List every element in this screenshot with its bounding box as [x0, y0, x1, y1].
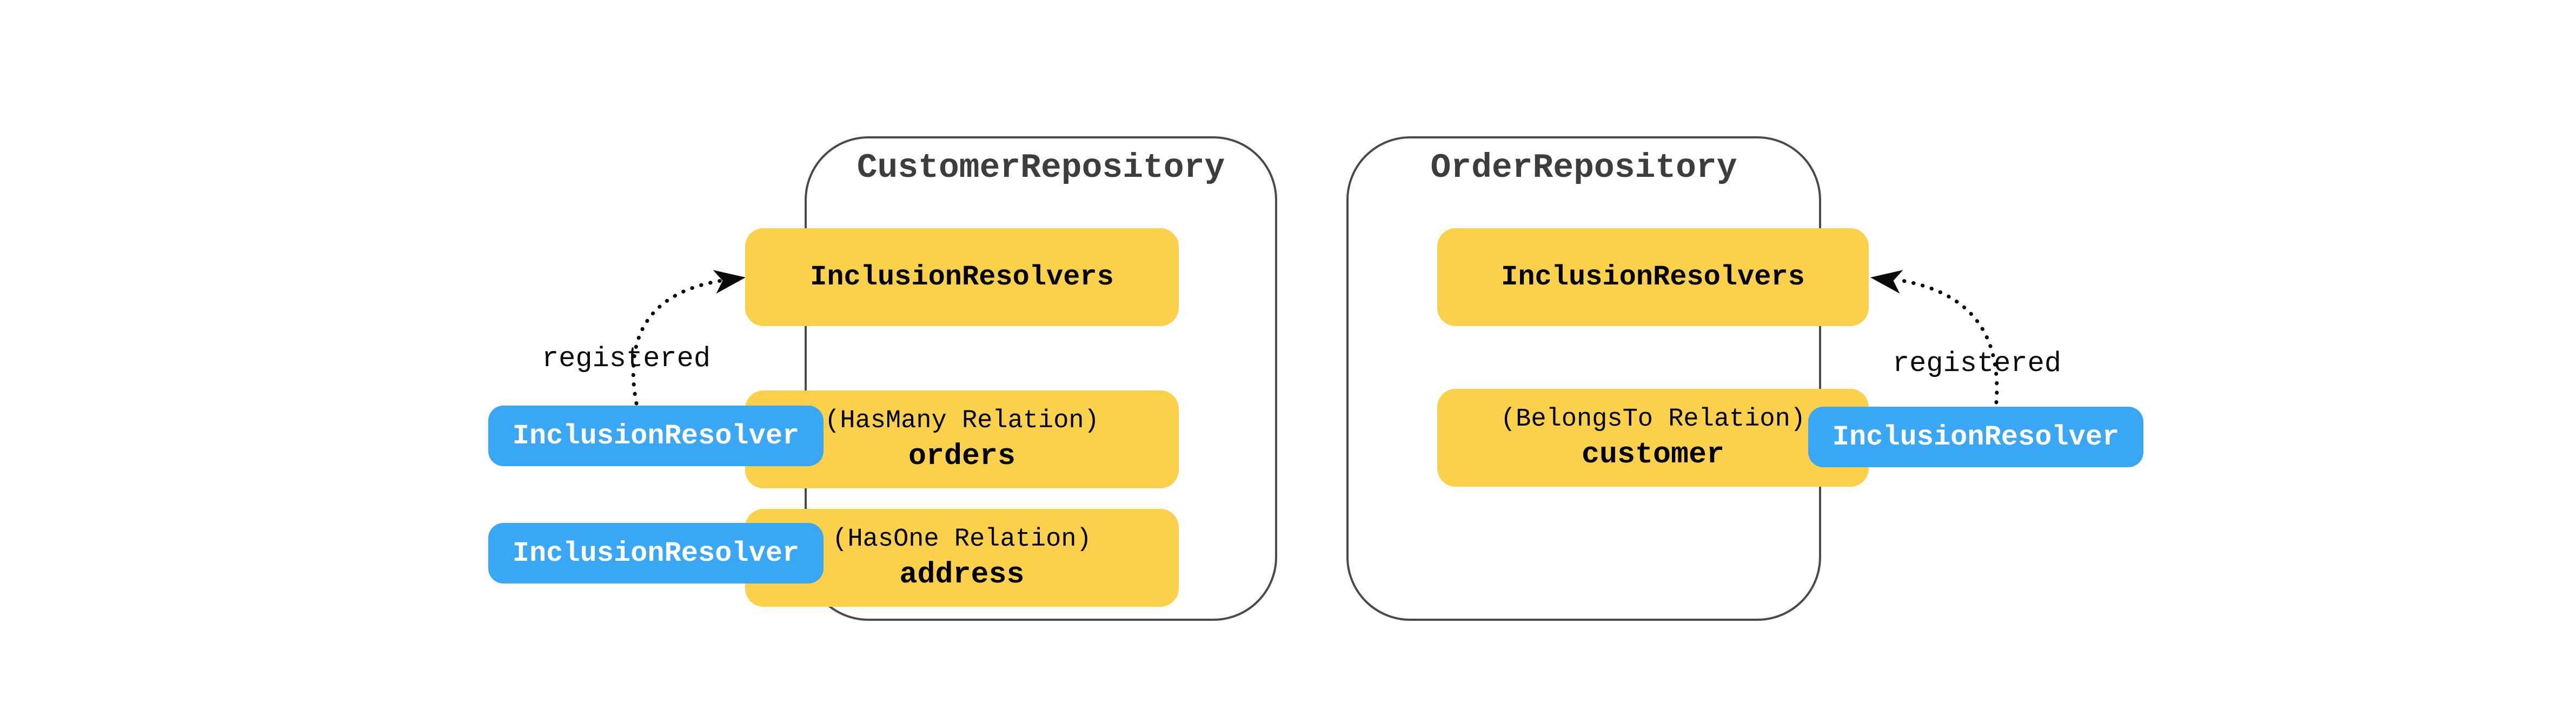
- registered-label-left: registered: [541, 343, 711, 375]
- customer-resolver-chip-orders: InclusionResolver: [488, 406, 824, 466]
- order-relation-customer-box: (BelongsTo Relation) customer: [1437, 389, 1869, 487]
- relation-name-label: address: [899, 557, 1025, 592]
- customer-resolver-chip-address: InclusionResolver: [488, 523, 824, 584]
- resolver-chip-label: InclusionResolver: [512, 537, 800, 569]
- order-inclusion-resolvers-box: InclusionResolvers: [1437, 228, 1869, 326]
- relation-name-label: customer: [1581, 437, 1725, 472]
- customer-inclusion-resolvers-box: InclusionResolvers: [745, 228, 1179, 326]
- order-inclusion-resolvers-label: InclusionResolvers: [1501, 261, 1805, 293]
- customer-relation-orders-box: (HasMany Relation) orders: [745, 390, 1179, 488]
- arrowhead-right-icon: [713, 270, 746, 294]
- order-resolver-chip-customer: InclusionResolver: [1808, 407, 2143, 467]
- customer-repository-title: CustomerRepository: [857, 149, 1225, 187]
- customer-repository-box: CustomerRepository: [805, 136, 1277, 621]
- registered-edge-left: [631, 278, 727, 406]
- customer-inclusion-resolvers-label: InclusionResolvers: [810, 261, 1114, 293]
- resolver-chip-label: InclusionResolver: [512, 420, 800, 452]
- relation-name-label: orders: [908, 439, 1016, 473]
- relation-kind-label: (HasOne Relation): [832, 525, 1092, 554]
- order-repository-box: OrderRepository: [1346, 136, 1821, 621]
- registered-edge-right: [1897, 278, 1999, 405]
- arrowhead-left-icon: [1870, 270, 1903, 294]
- resolver-chip-label: InclusionResolver: [1832, 421, 2120, 453]
- registered-label-right: registered: [1892, 348, 2062, 380]
- order-repository-title: OrderRepository: [1430, 149, 1737, 187]
- relation-kind-label: (BelongsTo Relation): [1500, 405, 1806, 434]
- relation-kind-label: (HasMany Relation): [825, 406, 1099, 435]
